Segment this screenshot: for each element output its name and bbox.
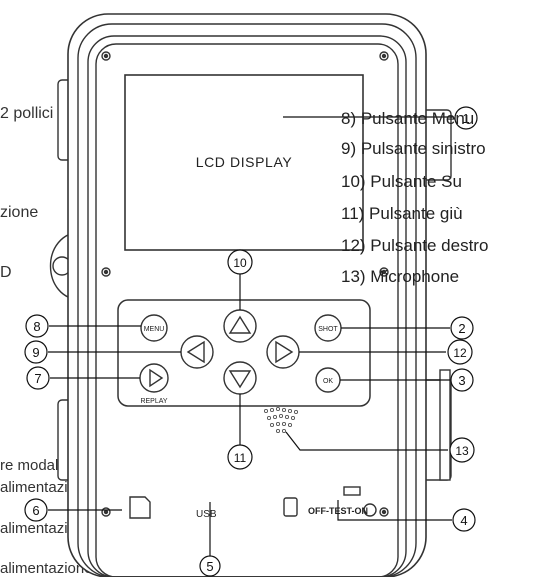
callout-9: 9 xyxy=(24,340,48,364)
svg-text:13: 13 xyxy=(455,444,469,458)
lcd-label: LCD DISPLAY xyxy=(196,154,293,170)
svg-text:10: 10 xyxy=(233,256,247,270)
callout-1: 1 xyxy=(454,106,478,130)
leader-line-4 xyxy=(337,500,452,521)
right-arrow-icon xyxy=(275,340,294,364)
bg-text-pollici: 2 pollici xyxy=(0,105,54,122)
legend-item-left: 9) Pulsante sinistro xyxy=(341,139,486,158)
svg-text:8: 8 xyxy=(33,319,40,334)
svg-text:4: 4 xyxy=(460,513,467,528)
legend-item-up: 10) Pulsante Su xyxy=(341,172,462,191)
svg-text:2: 2 xyxy=(458,321,465,336)
bg-text-zione: zione xyxy=(0,204,39,221)
shot-button-label: SHOT xyxy=(318,326,338,333)
svg-text:12: 12 xyxy=(453,346,467,360)
callout-7: 7 xyxy=(26,366,50,390)
callout-11: 11 xyxy=(227,444,253,470)
callout-10: 10 xyxy=(227,249,253,275)
replay-icon xyxy=(149,368,164,388)
callout-6: 6 xyxy=(24,498,48,522)
replay-button-label: REPLAY xyxy=(140,398,167,405)
housing-rim xyxy=(95,43,399,577)
housing-inner xyxy=(77,23,417,577)
button-panel xyxy=(117,299,371,407)
legend-item-microphone: 13) Microphone xyxy=(341,267,460,286)
leader-line-13 xyxy=(285,431,448,451)
callout-8: 8 xyxy=(25,314,49,338)
sim-slot-icon xyxy=(283,497,298,517)
callout-5: 5 xyxy=(199,555,221,577)
svg-text:1: 1 xyxy=(462,111,469,126)
callout-3: 3 xyxy=(450,368,474,392)
svg-text:3: 3 xyxy=(458,373,465,388)
ok-button-label: OK xyxy=(323,378,333,385)
up-arrow-icon xyxy=(228,315,252,334)
housing-panel xyxy=(87,35,407,577)
bg-text-d: D xyxy=(0,264,12,281)
legend-item-right: 12) Pulsante destro xyxy=(341,236,489,255)
svg-text:9: 9 xyxy=(32,345,39,360)
microphone-holes xyxy=(263,406,299,434)
down-arrow-icon xyxy=(228,370,252,389)
svg-text:6: 6 xyxy=(32,503,39,518)
legend-item-down: 11) Pulsante giù xyxy=(341,204,463,223)
svg-text:7: 7 xyxy=(34,371,41,386)
sd-card-icon xyxy=(129,496,151,519)
svg-text:5: 5 xyxy=(206,559,213,574)
callout-2: 2 xyxy=(450,316,474,340)
menu-button xyxy=(140,314,168,342)
svg-text:11: 11 xyxy=(234,451,247,465)
menu-button-label: MENU xyxy=(144,326,165,333)
callout-4: 4 xyxy=(452,508,476,532)
usb-label: USB xyxy=(196,509,217,520)
switch-knob xyxy=(363,503,377,517)
callout-12: 12 xyxy=(447,339,473,365)
callout-13: 13 xyxy=(449,437,475,463)
left-arrow-icon xyxy=(186,340,205,364)
right-latch-strip xyxy=(439,369,451,481)
legend-item-menu: 8) Pulsante Menu xyxy=(341,109,475,128)
lcd-screen xyxy=(124,74,364,251)
switch-tab xyxy=(343,486,361,496)
